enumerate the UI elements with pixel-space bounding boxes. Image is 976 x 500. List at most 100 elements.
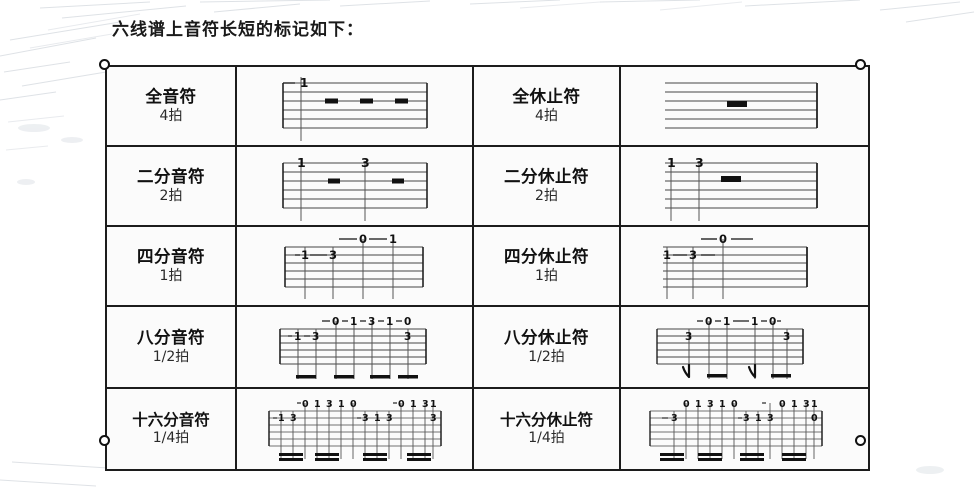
tab-diagram-eighth-rest: 3 0 1 1 0 3 <box>621 307 868 387</box>
note-name-text: 二分音符 <box>107 167 235 187</box>
note-beats-text: 1拍 <box>107 268 235 285</box>
svg-text:1: 1 <box>410 399 417 410</box>
rest-beats-text: 2拍 <box>474 188 619 205</box>
rest-label-quarter: 四分休止符 1拍 <box>474 247 619 285</box>
selection-handle-bottom-right[interactable] <box>855 435 866 446</box>
selection-handle-top-right[interactable] <box>855 59 866 70</box>
svg-text:0: 0 <box>404 316 411 328</box>
rest-label-whole: 全休止符 4拍 <box>474 87 619 125</box>
svg-text:3: 3 <box>368 316 375 328</box>
svg-text:3: 3 <box>707 399 714 410</box>
svg-text:3: 3 <box>767 413 774 424</box>
svg-text:0: 0 <box>683 399 690 410</box>
rest-beats-text: 4拍 <box>474 108 619 125</box>
rest-name-text: 四分休止符 <box>474 247 619 267</box>
note-name-text: 八分音符 <box>107 328 235 348</box>
svg-text:0: 0 <box>811 413 818 424</box>
page-title: 六线谱上音符长短的标记如下： <box>112 15 364 40</box>
cell-rest-tab-sixteenth[interactable]: 3 0 1 3 1 0 3 1 3 0 1 3 <box>620 388 869 470</box>
svg-text:3: 3 <box>312 331 319 343</box>
cell-rest-name-sixteenth[interactable]: 十六分休止符 1/4拍 <box>473 388 620 470</box>
cell-rest-name-eighth[interactable]: 八分休止符 1/2拍 <box>473 306 620 388</box>
table-row: 二分音符 2拍 <box>106 146 869 226</box>
tab-diagram-quarter-rest: 1 3 0 𝍽 <box>621 227 868 305</box>
rest-beats-text: 1/4拍 <box>474 430 619 447</box>
cell-rest-name-half[interactable]: 二分休止符 2拍 <box>473 146 620 226</box>
rest-label-half: 二分休止符 2拍 <box>474 167 619 205</box>
svg-text:1: 1 <box>297 155 306 170</box>
cell-rest-name-whole[interactable]: 全休止符 4拍 <box>473 66 620 146</box>
svg-text:0: 0 <box>705 316 712 328</box>
note-beats-text: 1/2拍 <box>107 349 235 366</box>
note-name-text: 十六分音符 <box>107 411 235 430</box>
svg-text:3: 3 <box>689 248 697 262</box>
svg-text:1: 1 <box>294 331 301 343</box>
note-beats-text: 1/4拍 <box>107 430 235 447</box>
svg-text:3: 3 <box>386 413 393 424</box>
rest-name-text: 全休止符 <box>474 87 619 107</box>
svg-text:3: 3 <box>290 413 297 424</box>
svg-text:3: 3 <box>803 399 810 410</box>
svg-text:1: 1 <box>350 316 357 328</box>
cell-rest-tab-whole[interactable] <box>620 66 869 146</box>
rest-name-text: 十六分休止符 <box>474 411 619 430</box>
rest-name-text: 二分休止符 <box>474 167 619 187</box>
svg-text:3: 3 <box>326 399 333 410</box>
cell-note-name-whole[interactable]: 全音符 4拍 <box>106 66 236 146</box>
note-name-text: 四分音符 <box>107 247 235 267</box>
svg-text:3: 3 <box>361 155 370 170</box>
svg-text:1: 1 <box>755 413 762 424</box>
note-beats-text: 2拍 <box>107 188 235 205</box>
selection-handle-top-left[interactable] <box>99 59 110 70</box>
svg-text:1: 1 <box>667 155 676 170</box>
svg-text:1: 1 <box>751 316 758 328</box>
svg-text:1: 1 <box>695 399 702 410</box>
cell-note-tab-whole[interactable]: 1 <box>236 66 473 146</box>
table-row: 十六分音符 1/4拍 <box>106 388 869 470</box>
cell-rest-tab-eighth[interactable]: 3 0 1 1 0 3 <box>620 306 869 388</box>
rest-beats-text: 1/2拍 <box>474 349 619 366</box>
note-duration-table-container[interactable]: 全音符 4拍 <box>105 65 860 440</box>
tab-diagram-half-notes: 1 3 <box>237 147 472 225</box>
svg-text:3: 3 <box>695 155 704 170</box>
tab-diagram-whole-rest <box>621 67 868 145</box>
cell-note-name-half[interactable]: 二分音符 2拍 <box>106 146 236 226</box>
svg-text:1: 1 <box>723 316 730 328</box>
cell-rest-name-quarter[interactable]: 四分休止符 1拍 <box>473 226 620 306</box>
svg-text:1: 1 <box>389 232 397 246</box>
cell-note-name-quarter[interactable]: 四分音符 1拍 <box>106 226 236 306</box>
svg-text:0: 0 <box>302 399 309 410</box>
tab-diagram-sixteenth-rest: 3 0 1 3 1 0 3 1 3 0 1 3 <box>621 389 868 469</box>
note-name-text: 全音符 <box>107 87 235 107</box>
tab-diagram-eighth-notes: 1 3 0 1 3 1 0 3 <box>237 307 472 387</box>
rest-label-sixteenth: 十六分休止符 1/4拍 <box>474 411 619 448</box>
svg-text:3: 3 <box>404 331 411 343</box>
cell-note-tab-half[interactable]: 1 3 <box>236 146 473 226</box>
svg-text:3: 3 <box>329 248 337 262</box>
rest-label-eighth: 八分休止符 1/2拍 <box>474 328 619 366</box>
note-label-quarter: 四分音符 1拍 <box>107 247 235 285</box>
svg-text:0: 0 <box>731 399 738 410</box>
cell-rest-tab-quarter[interactable]: 1 3 0 𝍽 <box>620 226 869 306</box>
cell-note-tab-eighth[interactable]: 1 3 0 1 3 1 0 3 <box>236 306 473 388</box>
svg-text:1: 1 <box>386 316 393 328</box>
tab-diagram-half-rest: 1 3 <box>621 147 868 225</box>
svg-text:1: 1 <box>811 399 818 410</box>
cell-note-tab-sixteenth[interactable]: 1 3 0 1 3 1 0 3 1 3 0 1 <box>236 388 473 470</box>
cell-rest-tab-half[interactable]: 1 3 <box>620 146 869 226</box>
tab-diagram-sixteenth-notes: 1 3 0 1 3 1 0 3 1 3 0 1 <box>237 389 472 469</box>
selection-handle-bottom-left[interactable] <box>99 435 110 446</box>
cell-note-name-eighth[interactable]: 八分音符 1/2拍 <box>106 306 236 388</box>
svg-text:3: 3 <box>743 413 750 424</box>
svg-text:1: 1 <box>300 76 308 90</box>
note-label-whole: 全音符 4拍 <box>107 87 235 125</box>
rest-name-text: 八分休止符 <box>474 328 619 348</box>
svg-text:1: 1 <box>719 399 726 410</box>
svg-text:0: 0 <box>769 316 776 328</box>
tab-diagram-quarter-notes: 1 3 0 1 <box>237 227 472 305</box>
cell-note-tab-quarter[interactable]: 1 3 0 1 <box>236 226 473 306</box>
cell-note-name-sixteenth[interactable]: 十六分音符 1/4拍 <box>106 388 236 470</box>
table-row: 全音符 4拍 <box>106 66 869 146</box>
svg-text:3: 3 <box>430 413 437 424</box>
rest-beats-text: 1拍 <box>474 268 619 285</box>
